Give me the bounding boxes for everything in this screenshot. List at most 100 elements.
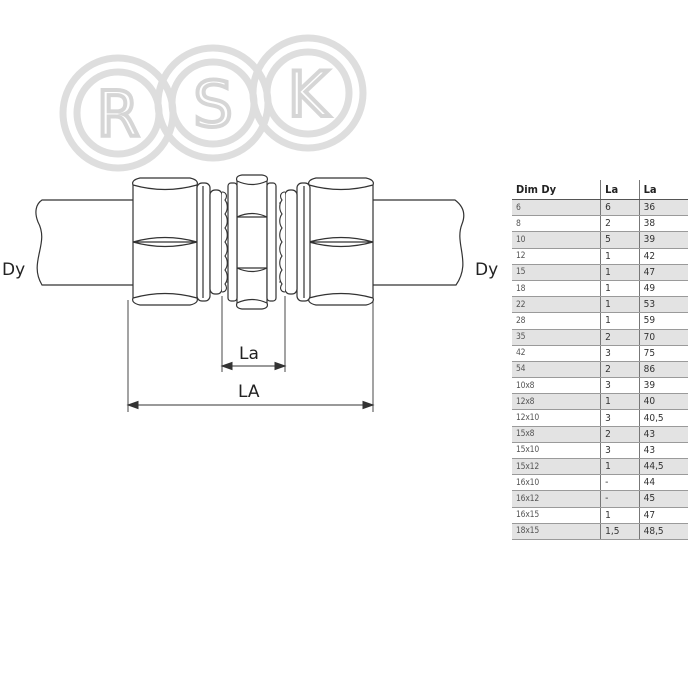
cell-la-1: 1 [600,248,640,265]
cell-dim-dy: 6 [512,199,601,217]
cell-dim-dy: 18x15 [512,523,601,540]
left-pipe [35,199,136,286]
thread-right [279,191,286,293]
logo-letter-k: K [288,58,330,131]
cell-dim-dy: 12x8 [512,393,601,411]
cell-la-1: 2 [600,329,640,346]
cell-la-1: 3 [600,377,640,395]
cell-la-1: 1 [600,393,640,411]
cell-la-1: 1 [600,280,640,298]
cell-la-2: 44,5 [638,458,688,476]
cell-dim-dy: 22 [512,296,601,314]
thread-left [221,191,228,293]
cell-la-2: 42 [638,248,688,265]
cell-la-1: 1 [600,264,640,281]
cell-la-2: 47 [638,264,688,281]
cell-la-1: 5 [600,231,640,249]
cell-dim-dy: 18 [512,280,601,298]
cell-la-2: 48,5 [638,523,688,540]
cell-la-2: 45 [638,490,688,508]
center-hex-body [227,174,277,310]
cell-la-1: 1 [600,296,640,314]
rsk-logo [59,34,367,172]
left-collars [196,182,223,302]
cell-dim-dy: 16x12 [512,490,601,508]
cell-dim-dy: 10x8 [512,377,601,395]
dy-label-right: Dy [475,260,498,280]
cell-la-2: 59 [638,312,688,330]
cell-la-1: 2 [600,361,640,379]
dy-label-left: Dy [2,260,25,280]
cell-dim-dy: 35 [512,329,601,346]
cell-la-2: 38 [638,215,688,233]
logo-letter-r: R [96,78,139,151]
header-la-2: La [638,180,688,200]
cell-la-1: 3 [600,345,640,362]
cell-dim-dy: 15x8 [512,426,601,443]
cell-dim-dy: 28 [512,312,601,330]
cell-la-2: 40,5 [638,409,688,427]
right-pipe [369,199,465,286]
la-overall-label: LA [238,382,260,402]
dimension-la-overall [126,400,375,410]
cell-la-2: 53 [638,296,688,314]
cell-la-1: 1 [600,507,640,524]
cell-la-2: 36 [638,199,688,217]
logo-letter-s: S [193,68,232,141]
cell-la-1: 1 [600,458,640,476]
cell-dim-dy: 42 [512,345,601,362]
cell-la-1: 1 [600,312,640,330]
header-dim-dy: Dim Dy [512,180,601,200]
cell-dim-dy: 10 [512,231,601,249]
cell-la-2: 86 [638,361,688,379]
cell-la-1: - [600,490,640,508]
cell-dim-dy: 12x10 [512,409,601,427]
cell-la-1: - [600,474,640,492]
cell-la-1: 2 [600,215,640,233]
cell-la-2: 44 [638,474,688,492]
cell-la-1: 1,5 [600,523,640,540]
left-union-nut [132,177,198,306]
cell-la-1: 3 [600,442,640,460]
cell-dim-dy: 12 [512,248,601,265]
dimension-la [220,361,287,371]
cell-dim-dy: 54 [512,361,601,379]
cell-dim-dy: 8 [512,215,601,233]
cell-dim-dy: 16x15 [512,507,601,524]
cell-dim-dy: 15x10 [512,442,601,460]
table-row: 16x10-44 [512,474,688,492]
cell-la-2: 49 [638,280,688,298]
cell-la-2: 39 [638,231,688,249]
cell-la-2: 43 [638,442,688,460]
table-row: 16x12-45 [512,490,688,508]
right-collars [284,182,311,302]
cell-dim-dy: 15 [512,264,601,281]
cell-dim-dy: 15x12 [512,458,601,476]
right-union-nut [308,177,374,306]
extension-lines [127,296,374,412]
cell-la-2: 39 [638,377,688,395]
cell-la-1: 3 [600,409,640,427]
cell-la-2: 43 [638,426,688,443]
